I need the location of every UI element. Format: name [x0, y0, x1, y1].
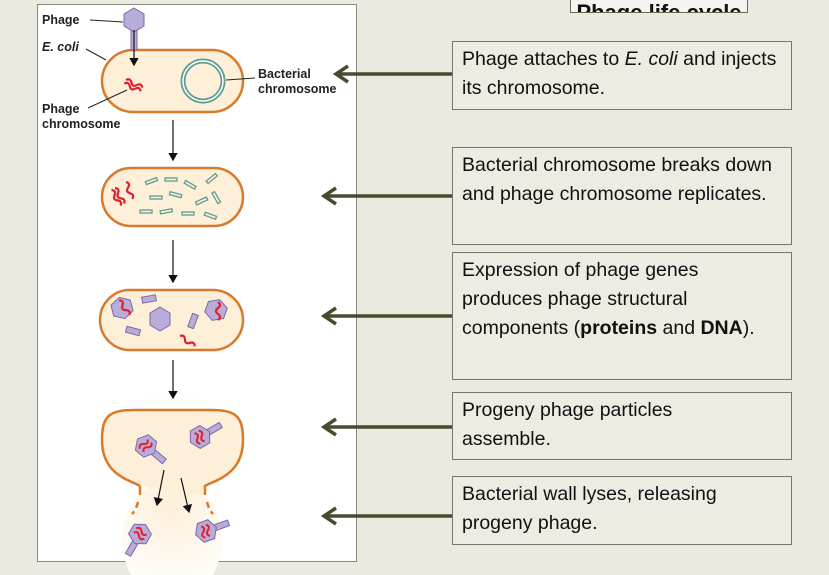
step-text: Bacterial wall lyses, releasing progeny …	[462, 483, 717, 534]
ecoli-cell-replicating	[100, 166, 245, 228]
step-arrows	[320, 64, 452, 526]
step-text: Phage attaches to	[462, 48, 625, 70]
label-line: Phage	[42, 102, 80, 116]
label-phage: Phage	[42, 13, 80, 27]
label-ecoli: E. coli	[42, 40, 79, 54]
step-text-bold: proteins	[580, 317, 658, 339]
step-text: Expression of phage genes produces phage…	[462, 259, 699, 339]
step-text: Progeny phage particles assemble.	[462, 399, 673, 450]
step-text-italic: E. coli	[624, 48, 678, 70]
label-line: chromosome	[258, 82, 337, 96]
step-5-box: Bacterial wall lyses, releasing progeny …	[452, 476, 792, 545]
step-text: ).	[742, 317, 755, 339]
step-text-bold: DNA	[700, 317, 743, 339]
ecoli-cell-lysing	[100, 408, 245, 495]
label-line: Bacterial	[258, 67, 311, 81]
step-1-box: Phage attaches to E. coli and injects it…	[452, 41, 792, 110]
step-2-box: Bacterial chromosome breaks down and pha…	[452, 147, 792, 245]
label-line: chromosome	[42, 117, 121, 131]
step-4-box: Progeny phage particles assemble.	[452, 392, 792, 460]
title-box: Phage life cycle	[570, 0, 748, 13]
step-text: Bacterial chromosome breaks down and pha…	[462, 154, 772, 205]
step-text: and	[657, 317, 701, 339]
step-text: and injects its chromosome.	[462, 48, 777, 99]
step-3-box: Expression of phage genes produces phage…	[452, 252, 792, 380]
title-text: Phage life cycle	[576, 0, 742, 13]
